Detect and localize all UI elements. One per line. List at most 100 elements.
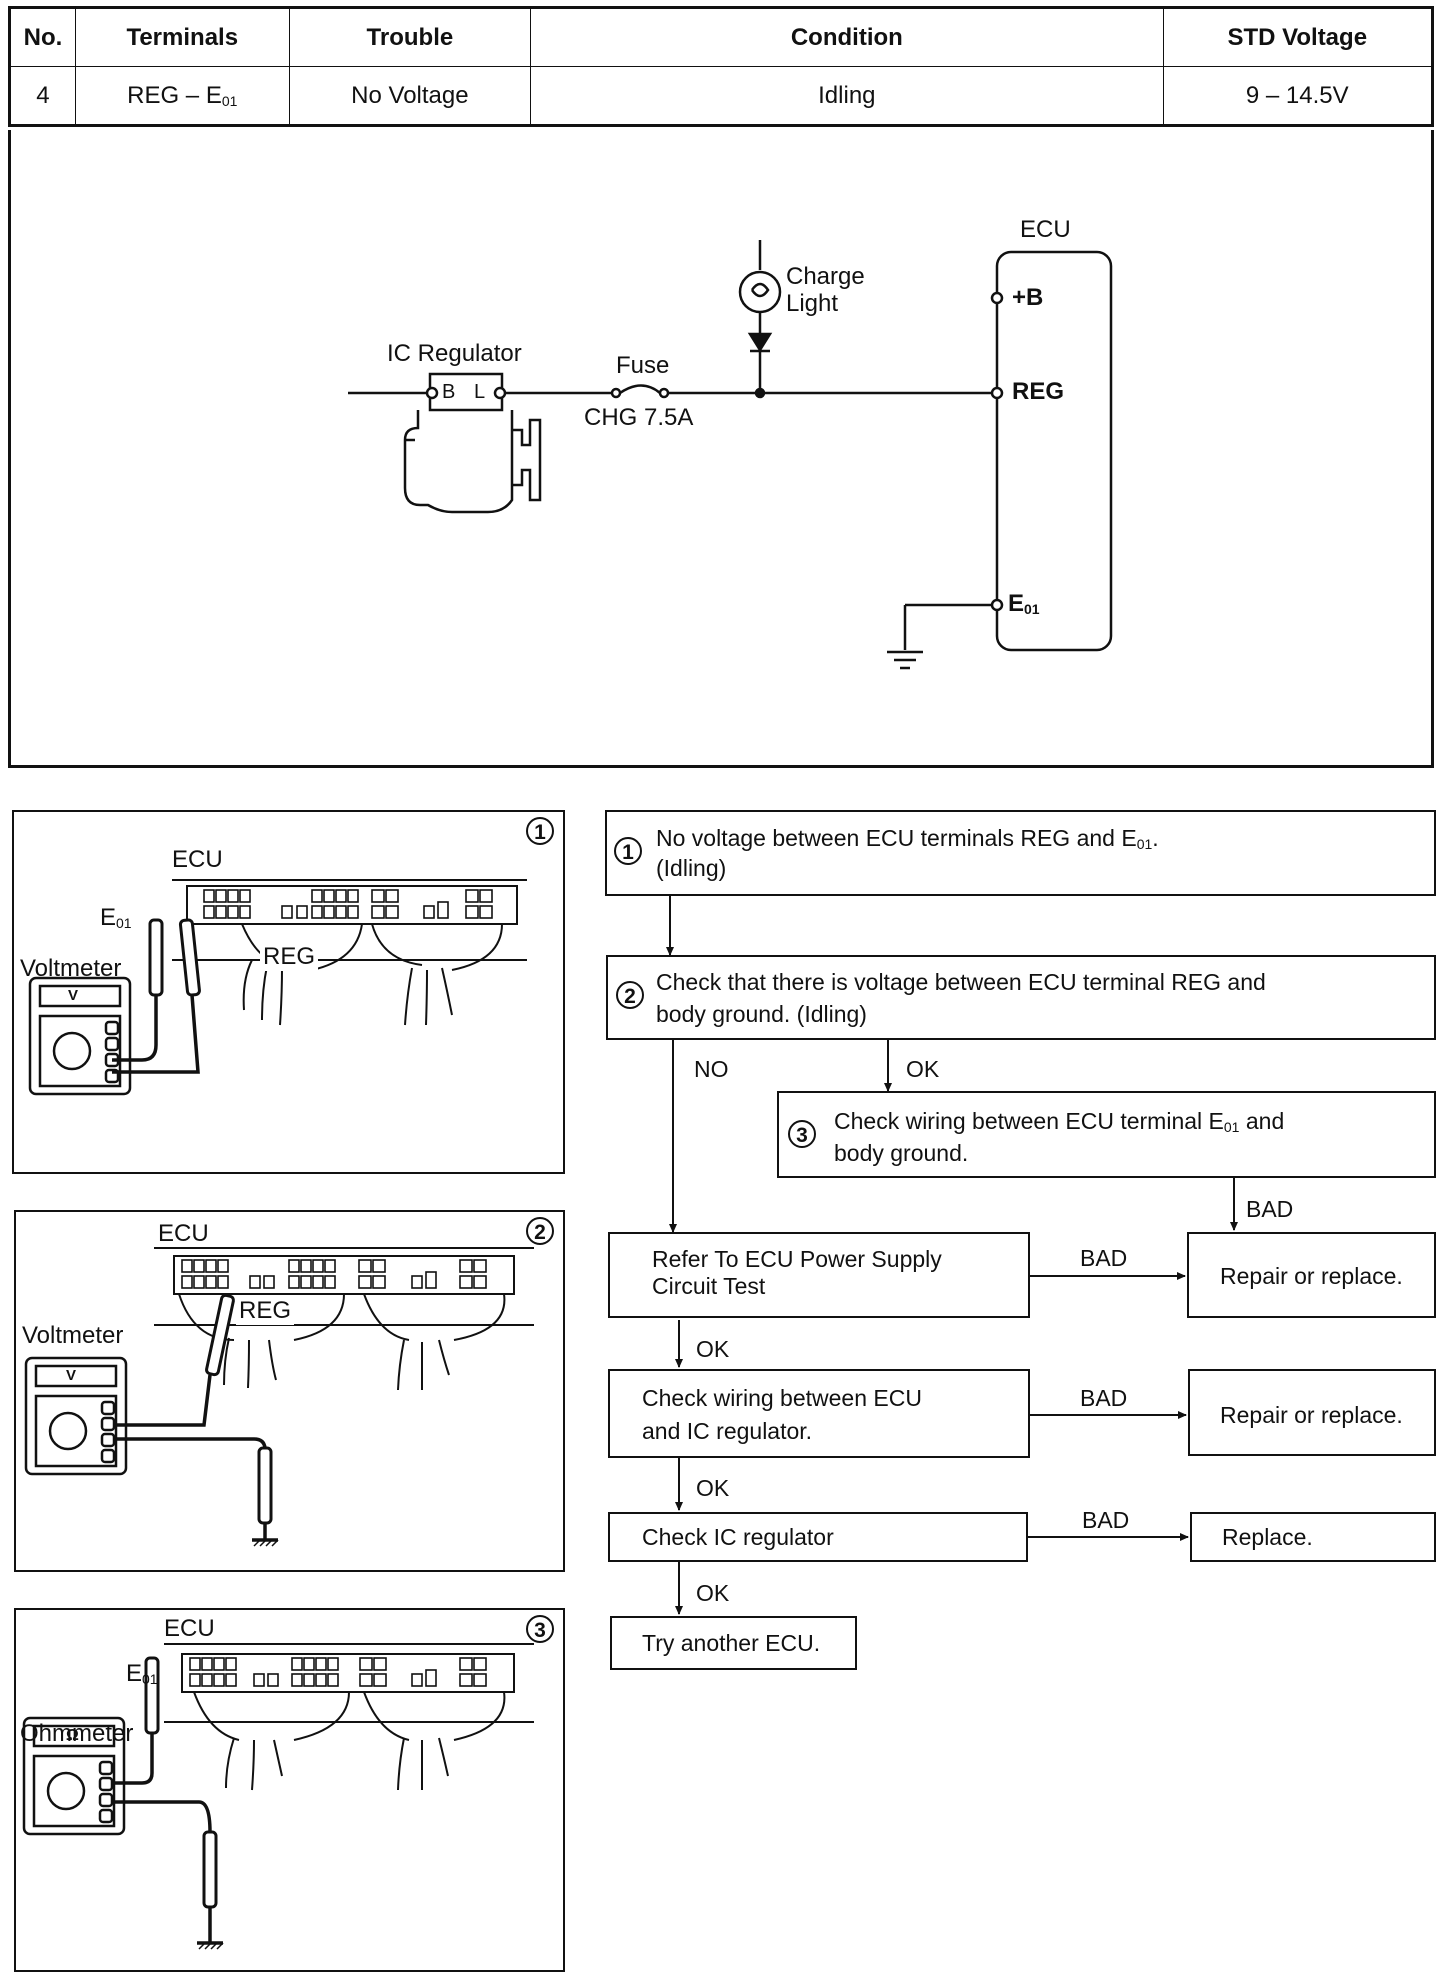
flow-bad-label-0: BAD	[1246, 1196, 1294, 1222]
flow-step-1-text: No voltage between ECU terminals REG and…	[656, 825, 1137, 851]
flow-step-2-line2: body ground. (Idling)	[656, 1001, 867, 1027]
illustration-3-ecu-label: ECU	[164, 1615, 215, 1642]
flow-step-2-line1: Check that there is voltage between ECU …	[656, 969, 1266, 995]
cell-terminals: REG – E01	[74, 66, 290, 126]
illustration-2-number: 2	[526, 1217, 554, 1245]
ic-regulator-label: IC Regulator	[387, 340, 522, 367]
flow-step-3-number-text: 3	[788, 1120, 816, 1148]
flow-step-1-number: 1	[614, 837, 642, 865]
flow-step-1-line2: (Idling)	[656, 855, 727, 881]
pin-e01-text: E	[1008, 590, 1025, 617]
flow-repair-2	[1188, 1369, 1436, 1456]
flow-check-ic	[608, 1512, 1028, 1562]
illustration-3-number-text: 3	[526, 1615, 554, 1643]
header-no: No.	[9, 7, 76, 67]
flow-step-2-number-text: 2	[616, 981, 644, 1009]
pin-e01-sub: 01	[1024, 601, 1040, 617]
fuse-label: Fuse	[616, 352, 670, 379]
illustration-1-drawing	[28, 879, 527, 1096]
flow-repair-2-text: Repair or replace.	[1220, 1402, 1403, 1428]
cell-no: 4	[9, 66, 76, 126]
cell-std-voltage: 9 – 14.5V	[1162, 66, 1434, 126]
header-trouble: Trouble	[288, 7, 532, 67]
flow-repair-1-text: Repair or replace.	[1220, 1263, 1403, 1289]
flow-step-2	[606, 955, 1436, 1040]
flow-try-another-text: Try another ECU.	[642, 1630, 821, 1656]
flow-replace	[1190, 1512, 1436, 1562]
illustration-1-ecu-label: ECU	[172, 846, 223, 873]
flow-ok-label-3: OK	[696, 1475, 730, 1501]
illustration-1-e01-sub: 01	[116, 915, 132, 931]
flow-step-1-line1: No voltage between ECU terminals REG and…	[656, 822, 1159, 860]
flow-step-3-sub: 01	[1223, 1119, 1240, 1135]
flow-ok-label-4: OK	[696, 1580, 730, 1606]
illustration-3-meter-label: Ohmmeter	[20, 1720, 134, 1747]
flow-replace-text: Replace.	[1222, 1524, 1313, 1550]
charge-light-label-2: Light	[786, 290, 839, 317]
flow-bad-label-3: BAD	[1082, 1507, 1130, 1533]
flow-power-line1: Refer To ECU Power Supply	[652, 1246, 942, 1272]
illustration-3-e01-sub: 01	[142, 1671, 158, 1687]
spec-table: No. Terminals Trouble Condition STD Volt…	[8, 6, 1434, 127]
pin-b-label: +B	[1012, 284, 1044, 311]
illustration-3-e01-text: E	[126, 1660, 143, 1687]
table-header-row: No. Terminals Trouble Condition STD Volt…	[9, 7, 1434, 67]
flow-ok-label-1: OK	[906, 1056, 940, 1082]
schematic-wiring	[348, 240, 1113, 670]
header-std-voltage: STD Voltage	[1162, 7, 1434, 67]
header-terminals: Terminals	[74, 7, 290, 67]
flow-power-supply	[608, 1232, 1030, 1318]
flow-step-3-text: Check wiring between ECU terminal E	[834, 1108, 1224, 1134]
flow-try-another-ecu	[610, 1616, 857, 1670]
illustration-1-reg-label: REG	[260, 943, 319, 971]
flow-bad-label-1: BAD	[1080, 1245, 1128, 1271]
flow-step-2-number: 2	[616, 981, 644, 1009]
illustration-3-meter-symbol: Ω	[66, 1727, 79, 1744]
flow-repair-1	[1187, 1232, 1436, 1318]
illustration-1-meter-label: Voltmeter	[20, 955, 122, 982]
flow-wiring-line1: Check wiring between ECU	[642, 1385, 922, 1411]
terminals-sub: 01	[221, 92, 238, 109]
flow-step-1-sub: 01	[1136, 836, 1153, 852]
illustration-1-number: 1	[526, 817, 554, 845]
flow-step-3-line1: Check wiring between ECU terminal E01 an…	[834, 1105, 1284, 1143]
illustration-3-e01-label: E01	[126, 1660, 158, 1688]
flow-ok-label-2: OK	[696, 1336, 730, 1362]
flow-step-3-line2: body ground.	[834, 1140, 969, 1166]
illustration-1-e01-label: E01	[100, 904, 132, 932]
terminal-b-label: B	[442, 381, 456, 403]
illustration-3-number: 3	[526, 1615, 554, 1643]
cell-condition: Idling	[530, 66, 1164, 126]
ecu-label: ECU	[1020, 216, 1071, 243]
flow-step-1	[605, 810, 1436, 896]
flow-step-3-tail: and	[1239, 1108, 1285, 1134]
illustration-2-drawing	[24, 1247, 534, 1547]
illustration-1-e01-text: E	[100, 904, 117, 931]
flow-bad-label-2: BAD	[1080, 1385, 1128, 1411]
illustration-3-drawing	[22, 1643, 534, 1950]
illustration-2-ecu-label: ECU	[158, 1220, 209, 1247]
terminal-l-label: L	[474, 381, 486, 403]
flow-step-3-number: 3	[788, 1120, 816, 1148]
pin-e01-label: E01	[1008, 590, 1040, 618]
flow-wiring	[608, 1369, 1030, 1458]
illustration-1-meter-symbol: V	[68, 987, 79, 1004]
cell-trouble: No Voltage	[288, 66, 532, 126]
illustration-2-meter-label: Voltmeter	[22, 1322, 124, 1349]
flow-no-label: NO	[694, 1056, 729, 1082]
illustration-2-meter-symbol: V	[66, 1367, 77, 1384]
flow-step-1-number-text: 1	[614, 837, 642, 865]
flow-wiring-line2: and IC regulator.	[642, 1418, 813, 1444]
illustration-1-number-text: 1	[526, 817, 554, 845]
illustration-2-reg-label: REG	[236, 1297, 295, 1325]
fuse-rating-label: CHG 7.5A	[584, 404, 694, 431]
flow-power-line2: Circuit Test	[652, 1273, 766, 1299]
table-row: 4 REG – E01 No Voltage Idling 9 – 14.5V	[9, 66, 1434, 126]
flow-step-1-tail: .	[1152, 825, 1159, 851]
terminals-text: REG – E	[127, 81, 222, 109]
pin-reg-label: REG	[1012, 378, 1065, 405]
illustration-2-number-text: 2	[526, 1217, 554, 1245]
flow-step-3	[777, 1091, 1436, 1178]
charge-light-label-1: Charge	[786, 263, 865, 290]
